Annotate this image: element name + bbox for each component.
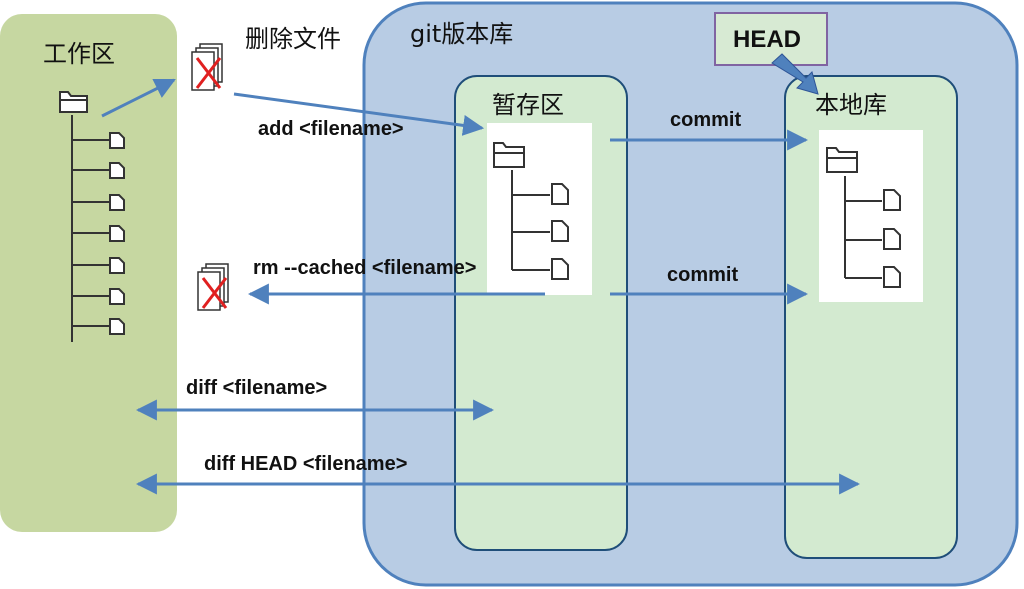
file-icon	[551, 258, 569, 280]
head-pointer-box	[714, 12, 828, 66]
git-repo-label: git版本库	[410, 20, 513, 48]
add-arrow	[233, 92, 485, 136]
staging-area-label: 暂存区	[492, 91, 564, 119]
folder-icon	[59, 91, 88, 113]
rm-cached-command-label: rm --cached <filename>	[253, 257, 476, 279]
file-icon	[109, 225, 125, 242]
commit-bottom-label: commit	[667, 264, 738, 286]
file-icon	[883, 266, 901, 288]
file-icon	[883, 189, 901, 211]
head-label: HEAD	[733, 26, 801, 53]
deleted-file-icon-lower	[197, 263, 229, 311]
folder-icon	[493, 142, 525, 168]
commit-top-label: commit	[670, 109, 741, 131]
diff-head-command-label: diff HEAD <filename>	[204, 453, 407, 475]
file-icon	[109, 132, 125, 149]
file-icon	[109, 257, 125, 274]
add-command-label: add <filename>	[258, 118, 404, 140]
delete-file-label: 删除文件	[245, 25, 341, 53]
file-icon	[551, 183, 569, 205]
local-repo-label: 本地库	[815, 91, 887, 119]
workspace-panel	[0, 14, 177, 532]
diff-command-label: diff <filename>	[186, 377, 327, 399]
local-repo-file-tree	[819, 130, 923, 302]
workspace-file-tree	[59, 91, 125, 342]
workspace-label: 工作区	[43, 40, 115, 68]
head-pointer-arrow	[771, 53, 819, 95]
workspace-to-delete-arrow	[101, 78, 176, 118]
file-icon	[551, 220, 569, 242]
file-icon	[109, 288, 125, 305]
folder-icon	[826, 147, 858, 173]
file-icon	[109, 162, 125, 179]
staging-file-tree	[487, 123, 592, 295]
file-icon	[109, 318, 125, 335]
deleted-file-icon	[191, 43, 223, 91]
file-icon	[883, 228, 901, 250]
file-icon	[109, 194, 125, 211]
